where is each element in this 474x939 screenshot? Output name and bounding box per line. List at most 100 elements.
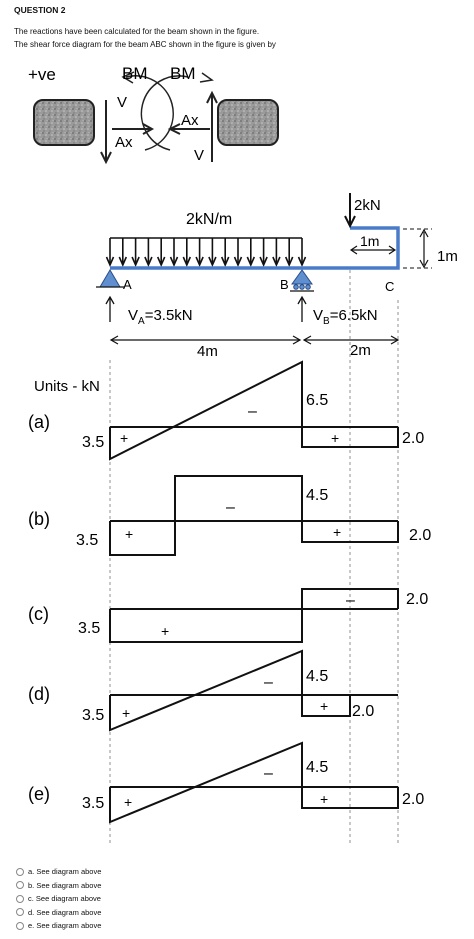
udl-arrowhead — [118, 256, 128, 267]
udl-arrowhead — [272, 256, 281, 267]
udl-arrowhead — [259, 256, 268, 267]
bm-left-arrowhead — [121, 71, 135, 84]
radio-button[interactable] — [16, 921, 24, 930]
svg-text:–: – — [248, 403, 257, 420]
svg-text:–: – — [264, 674, 273, 691]
udl-arrowhead — [182, 256, 192, 267]
udl-arrowhead — [169, 256, 179, 267]
sign-convention: +ve BM V Ax BM V Ax — [28, 64, 279, 165]
svg-text:2.0: 2.0 — [406, 591, 428, 608]
svg-text:(c): (c) — [28, 604, 49, 624]
udl-arrowhead — [208, 256, 217, 267]
diagram-label: (a) — [28, 412, 50, 432]
option-b[interactable]: b. See diagram above — [16, 879, 101, 893]
units-label: Units - kN — [34, 378, 100, 395]
point-load-label: 2kN — [354, 197, 381, 214]
beam-abc — [110, 226, 400, 270]
svg-text:4.5: 4.5 — [306, 759, 328, 776]
ve-label: +ve — [28, 65, 56, 84]
svg-text:3.5: 3.5 — [82, 434, 104, 451]
svg-text:(b): (b) — [28, 509, 50, 529]
label-a: A — [123, 277, 132, 292]
sfd-option-d: (d) 3.5 + – 4.5 + 2.0 — [28, 649, 398, 732]
udl-arrowhead — [144, 256, 153, 267]
svg-text:3.5: 3.5 — [82, 707, 104, 724]
reaction-a-label: VA=3.5kN — [128, 307, 193, 327]
svg-text:2.0: 2.0 — [402, 430, 424, 447]
radio-button[interactable] — [16, 867, 24, 876]
dim-1m-vertical: 1m — [437, 248, 458, 265]
bm-right-arrowhead — [199, 72, 214, 83]
question-text-line2: The shear force diagram for the beam ABC… — [14, 40, 276, 49]
udl-arrowhead — [220, 256, 230, 267]
radio-button[interactable] — [16, 881, 24, 890]
beam-diagram: 2kN/m 2kN 1m 1m A B C VA=3.5kN — [96, 193, 458, 360]
v-right-label: V — [194, 147, 204, 164]
right-beam-section — [217, 99, 279, 146]
udl-arrows — [105, 238, 307, 267]
question-text-line1: The reactions have been calculated for t… — [14, 27, 260, 36]
svg-text:3.5: 3.5 — [82, 795, 104, 812]
beam-figure: +ve BM V Ax BM V Ax 2kN/m — [28, 64, 458, 845]
svg-text:+: + — [333, 524, 341, 540]
udl-arrowhead — [233, 256, 243, 267]
bm-right-label: BM — [170, 64, 196, 83]
udl-arrowhead — [195, 256, 204, 267]
label-c: C — [385, 279, 394, 294]
radio-button[interactable] — [16, 908, 24, 917]
svg-text:+: + — [124, 794, 132, 810]
svg-text:+: + — [320, 698, 328, 714]
answer-options: a. See diagram above b. See diagram abov… — [16, 865, 101, 933]
svg-text:(d): (d) — [28, 684, 50, 704]
udl-arrowhead — [297, 256, 307, 267]
udl-label: 2kN/m — [186, 211, 232, 228]
svg-text:–: – — [346, 592, 355, 609]
udl-arrowhead — [284, 256, 294, 267]
ax-right-label: Ax — [181, 112, 199, 129]
svg-text:3.5: 3.5 — [76, 532, 98, 549]
v-left-label: V — [117, 94, 127, 111]
svg-text:3.5: 3.5 — [78, 620, 100, 637]
sfd-option-c: (c) 3.5 + – 2.0 — [28, 588, 428, 643]
dim-4m: 4m — [197, 343, 218, 360]
svg-text:2.0: 2.0 — [409, 527, 431, 544]
svg-text:2.0: 2.0 — [402, 791, 424, 808]
support-b — [291, 269, 313, 285]
option-c[interactable]: c. See diagram above — [16, 892, 101, 906]
left-beam-section — [33, 99, 95, 146]
option-a[interactable]: a. See diagram above — [16, 865, 101, 879]
svg-text:–: – — [264, 765, 273, 782]
bm-left-arc — [125, 75, 174, 151]
sfd-option-b: (b) 3.5 + – 4.5 + 2.0 — [28, 475, 431, 556]
radio-button[interactable] — [16, 894, 24, 903]
svg-text:+: + — [120, 430, 128, 446]
label-b: B — [280, 277, 289, 292]
option-d[interactable]: d. See diagram above — [16, 906, 101, 920]
sfd-option-a: (a) 3.5 + – 6.5 + 2.0 — [28, 360, 424, 461]
svg-text:4.5: 4.5 — [306, 668, 328, 685]
udl-arrowhead — [156, 256, 166, 267]
dim-1m-horizontal: 1m — [360, 233, 379, 249]
udl-arrowhead — [105, 256, 115, 267]
svg-text:+: + — [161, 623, 169, 639]
question-title: QUESTION 2 — [14, 5, 66, 15]
udl-arrowhead — [131, 256, 140, 267]
option-e[interactable]: e. See diagram above — [16, 919, 101, 933]
svg-text:2.0: 2.0 — [352, 703, 374, 720]
bm-left-label: BM — [122, 64, 148, 83]
svg-text:(e): (e) — [28, 784, 50, 804]
udl-arrowhead — [246, 256, 256, 267]
svg-text:+: + — [320, 791, 328, 807]
svg-text:+: + — [331, 430, 339, 446]
ax-left-label: Ax — [115, 134, 133, 151]
svg-text:6.5: 6.5 — [306, 392, 328, 409]
support-a — [99, 269, 121, 288]
dim-2m: 2m — [350, 342, 371, 359]
svg-text:+: + — [122, 705, 130, 721]
svg-text:–: – — [226, 499, 235, 516]
bm-right-arc — [140, 75, 189, 151]
reaction-b-label: VB=6.5kN — [313, 307, 378, 327]
svg-text:4.5: 4.5 — [306, 487, 328, 504]
svg-text:+: + — [125, 526, 133, 542]
sfd-option-e: (e) 3.5 + – 4.5 + 2.0 — [28, 741, 424, 824]
